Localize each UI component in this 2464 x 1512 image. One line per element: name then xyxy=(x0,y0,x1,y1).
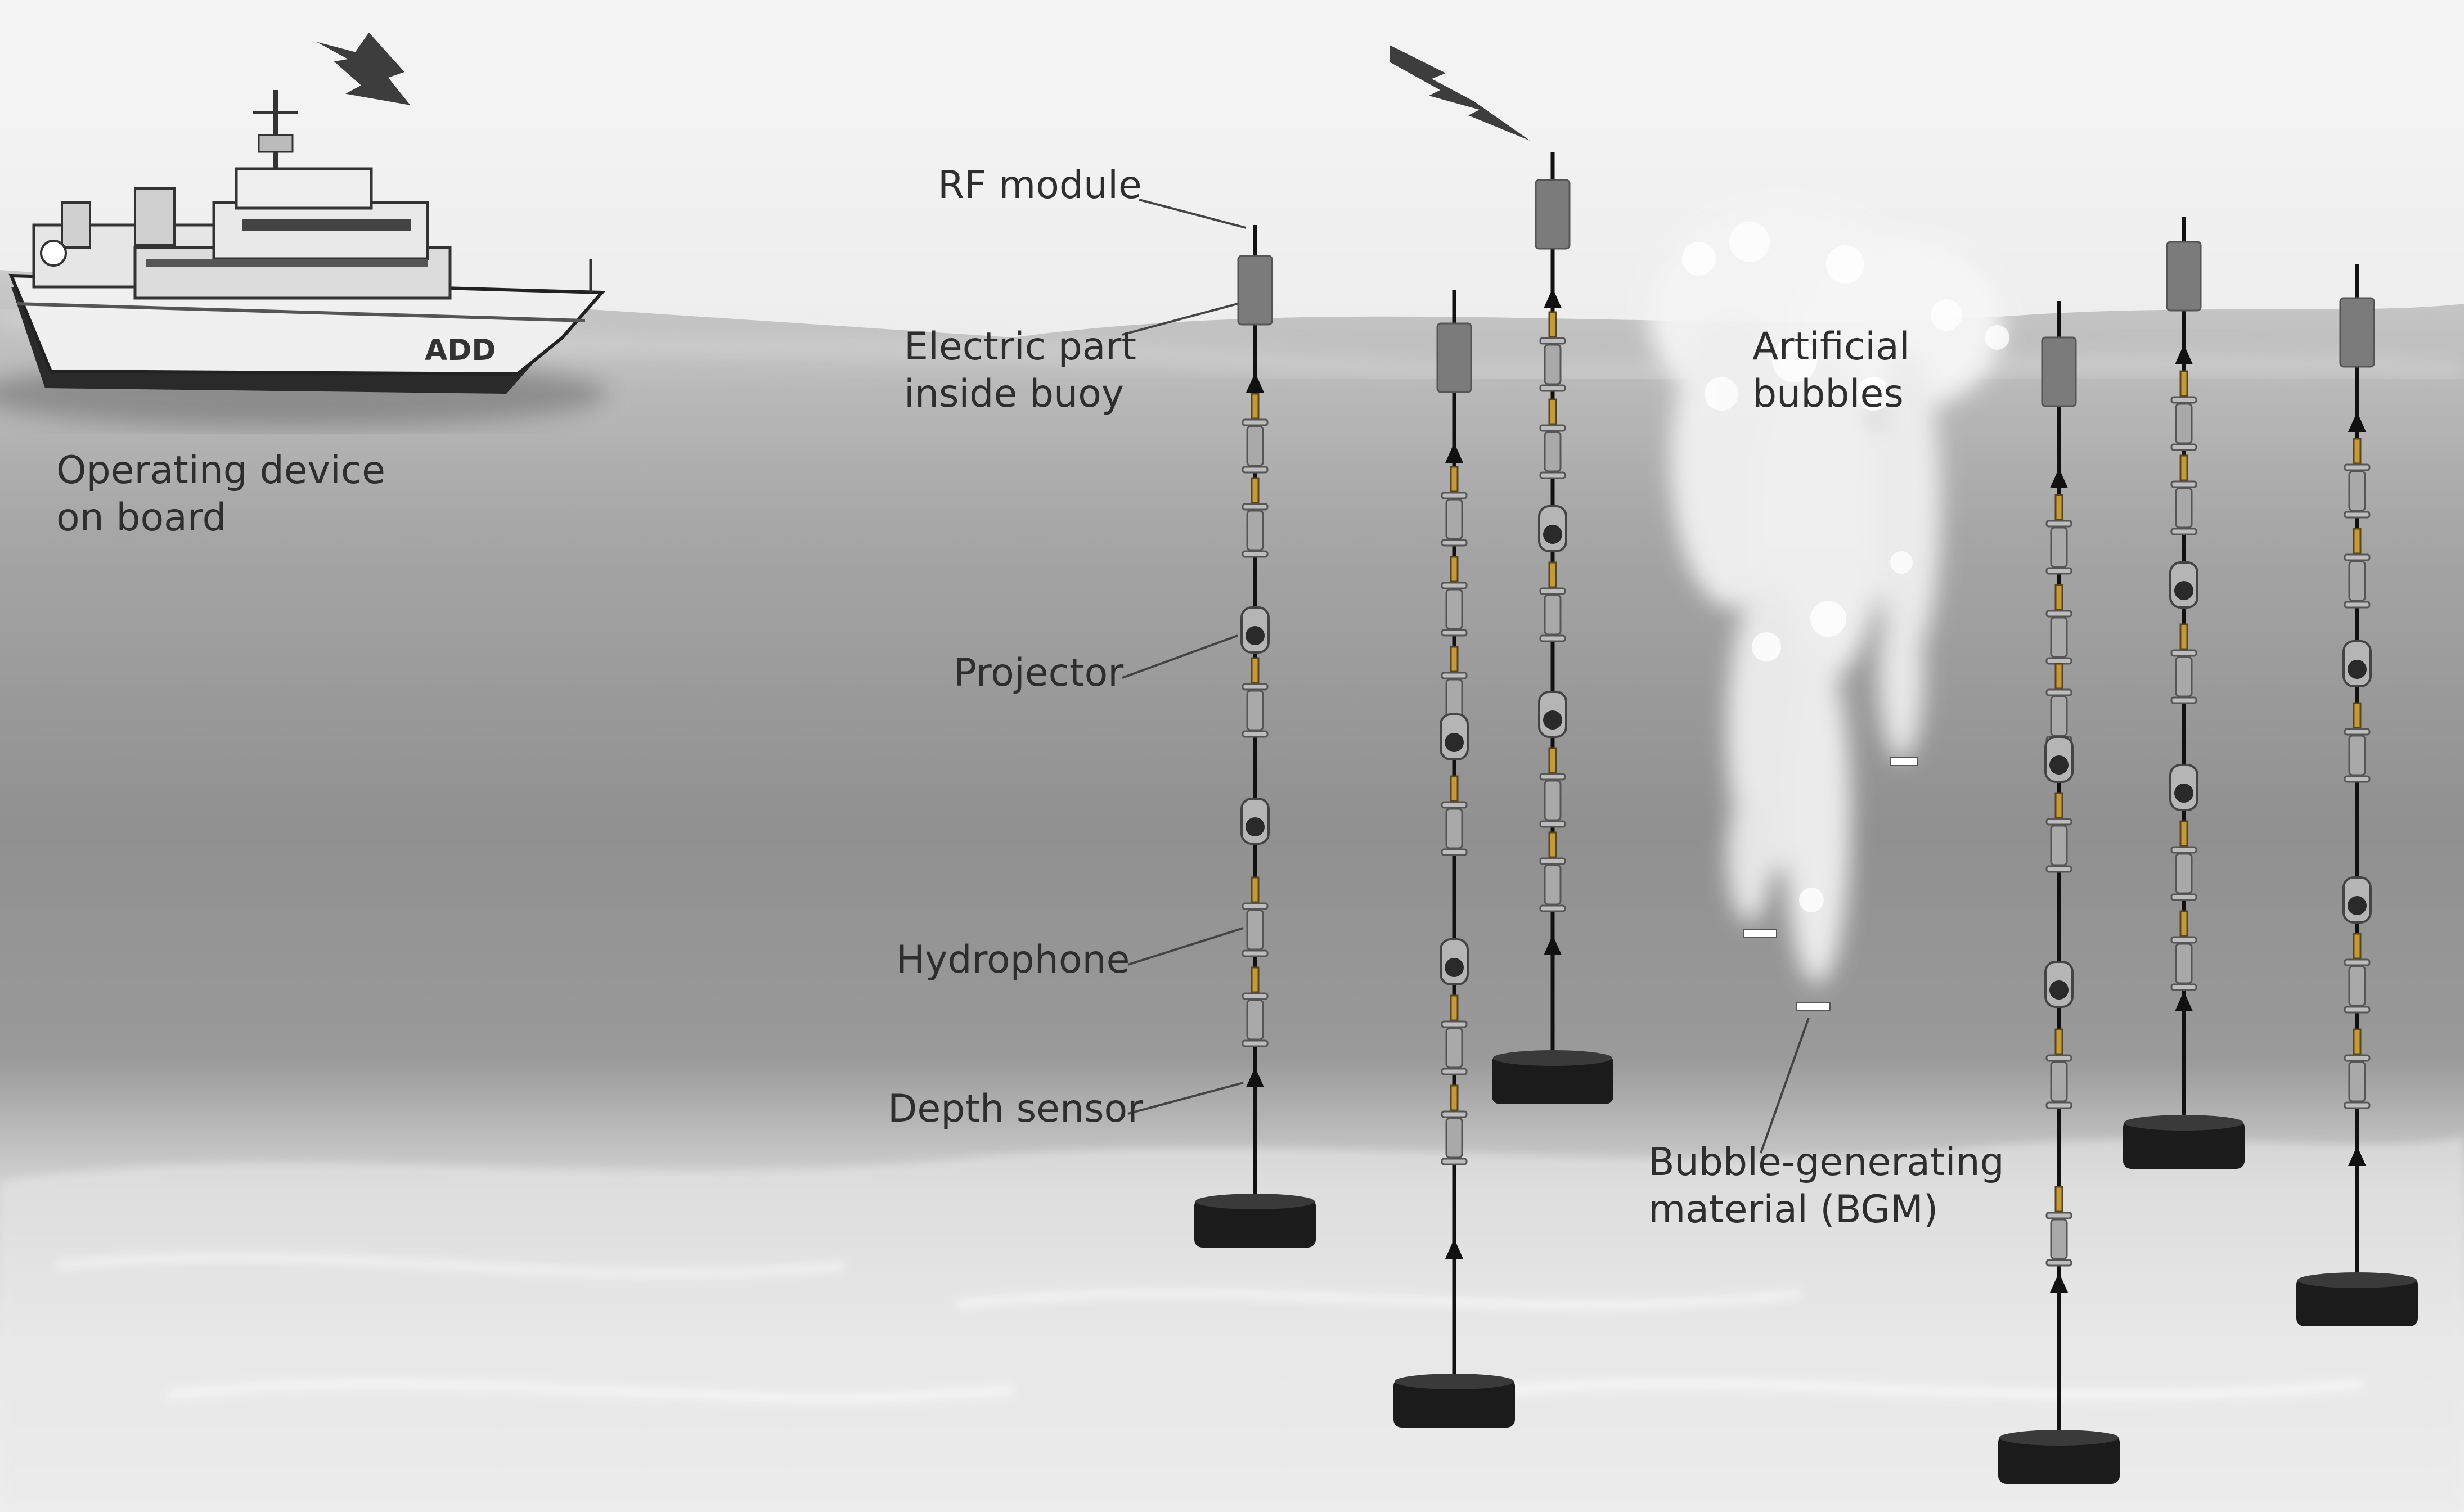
artificial-bubbles-line2: bubbles xyxy=(1752,372,1904,416)
buoy-icon xyxy=(1237,255,1273,326)
operating-device-line2: on board xyxy=(56,496,227,540)
anchor-icon xyxy=(1194,1194,1316,1248)
artificial-bubbles xyxy=(1648,208,2009,984)
projector-icon xyxy=(1538,691,1567,738)
buoy-icon xyxy=(1436,322,1472,393)
bgm-marker xyxy=(1796,1002,1831,1011)
projector-icon xyxy=(2169,561,2198,609)
projector-icon xyxy=(1240,798,1270,845)
anchor-icon xyxy=(1998,1430,2120,1484)
buoy-icon xyxy=(2041,336,2077,407)
buoy-string xyxy=(1492,152,1613,1104)
electric-part-line1: Electric part xyxy=(904,325,1137,369)
depth-sensor-label: Depth sensor xyxy=(888,1086,1143,1133)
artificial-bubbles-label: Artificial bubbles xyxy=(1752,323,1910,418)
bgm-label: Bubble-generating material (BGM) xyxy=(1648,1139,2004,1234)
anchor-icon xyxy=(2123,1115,2245,1169)
projector-icon xyxy=(1240,606,1270,654)
artificial-bubbles-line1: Artificial xyxy=(1752,325,1910,369)
operating-device-line1: Operating device xyxy=(56,448,385,493)
leader-lines xyxy=(1122,199,1810,1154)
hull-text: ADD xyxy=(425,334,496,367)
projector-icon xyxy=(2044,961,2074,1008)
projector-icon xyxy=(1440,938,1469,986)
lightning-icon xyxy=(316,32,411,105)
projector-icon xyxy=(2342,640,2372,687)
hydrophone-label: Hydrophone xyxy=(896,937,1130,984)
projector-icon xyxy=(1538,505,1567,552)
anchor-icon xyxy=(1393,1374,1515,1428)
rf-module-text: RF module xyxy=(938,163,1142,208)
buoy-string xyxy=(2296,264,2418,1326)
anchor-icon xyxy=(2296,1272,2418,1326)
anchor-icon xyxy=(1492,1050,1613,1104)
bgm-marker xyxy=(1743,929,1777,938)
electric-part-line2: inside buoy xyxy=(904,372,1125,416)
hydrophone-text: Hydrophone xyxy=(896,938,1130,982)
projector-label: Projector xyxy=(954,650,1123,697)
projector-icon xyxy=(2169,764,2198,811)
buoy-icon xyxy=(2339,297,2375,368)
buoy-string xyxy=(1998,301,2120,1484)
bgm-line2: material (BGM) xyxy=(1648,1187,1939,1232)
electric-part-label: Electric part inside buoy xyxy=(904,323,1136,418)
projector-text: Projector xyxy=(954,651,1124,695)
projector-icon xyxy=(2342,876,2372,924)
depth-sensor-text: Depth sensor xyxy=(888,1087,1144,1131)
rf-module-label: RF module xyxy=(938,162,1142,209)
seabed xyxy=(0,1136,2464,1512)
operating-device-label: Operating device on board xyxy=(56,447,385,542)
ship-icon: ADD xyxy=(0,90,608,428)
buoy-icon xyxy=(1535,179,1571,250)
lightning-icon xyxy=(1390,45,1530,141)
projector-icon xyxy=(2044,736,2074,783)
buoy-string xyxy=(1393,290,1515,1428)
projector-icon xyxy=(1440,713,1469,760)
buoy-string xyxy=(1194,225,1316,1248)
bgm-marker xyxy=(1890,757,1918,766)
bgm-line1: Bubble-generating xyxy=(1648,1140,2004,1185)
buoy-string xyxy=(2123,217,2245,1169)
buoy-icon xyxy=(2166,241,2202,312)
